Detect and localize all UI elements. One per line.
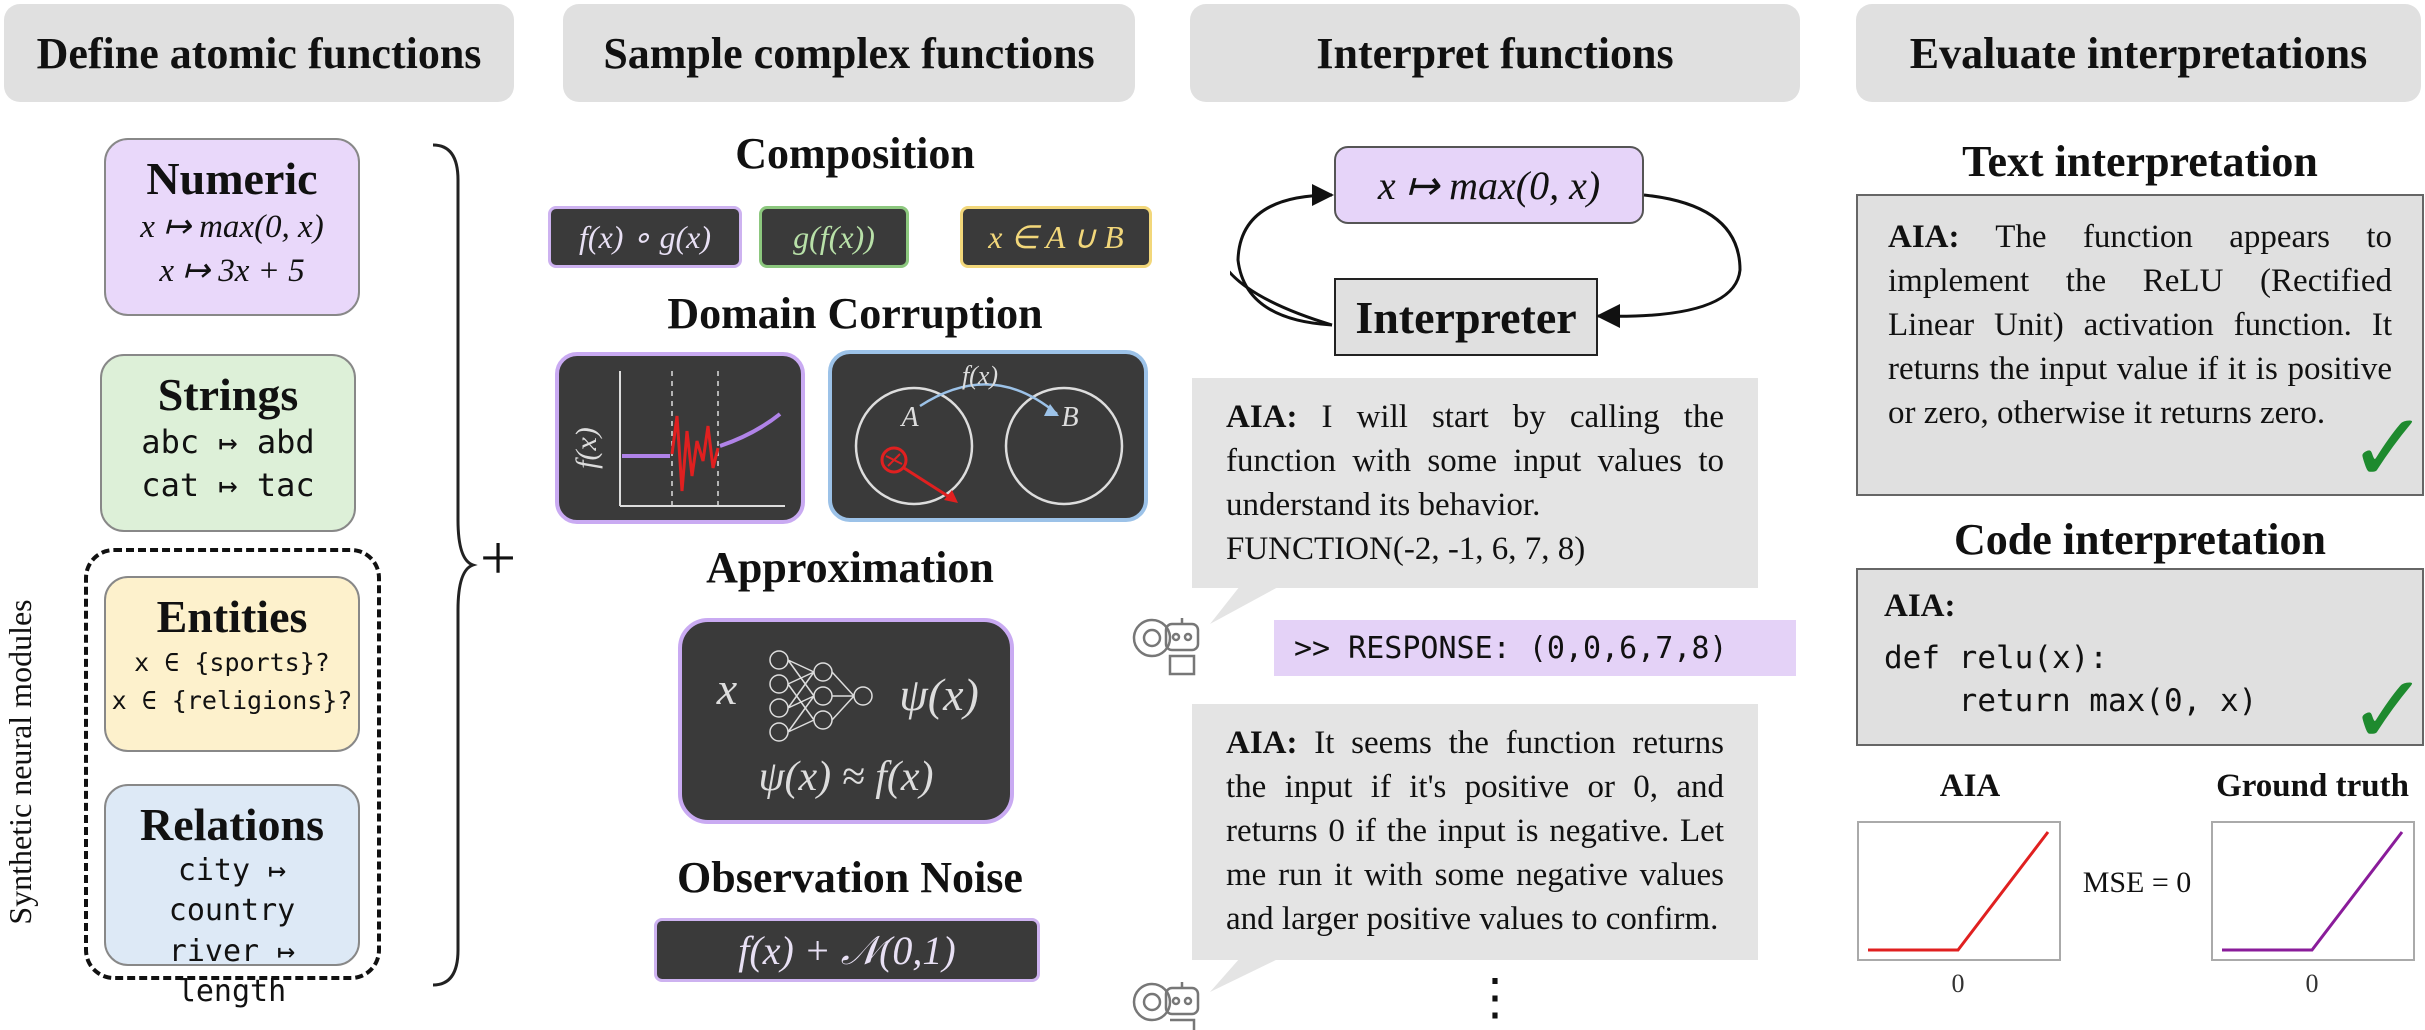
composition-chip-1: f(x) ∘ g(x) <box>548 206 742 268</box>
domain-set-b: B <box>1061 402 1078 433</box>
bubble2-text: It seems the function returns the input … <box>1226 725 1725 937</box>
aia-bubble-2: AIA: It seems the function returns the i… <box>1192 704 1758 960</box>
header-evaluate: Evaluate interpretations <box>1856 4 2421 102</box>
composition-chip-2: g(f(x)) <box>759 206 909 268</box>
code-interpretation-title: Code interpretation <box>1954 515 2326 564</box>
approx-x: x <box>716 663 738 714</box>
plus-sign: + <box>480 522 517 593</box>
approximation-panel: x ψ(x) ψ(x) ≈ f(x) <box>678 618 1014 824</box>
domain-plot: f(x) <box>570 371 785 507</box>
text-label: AIA: <box>1888 219 1960 255</box>
code-block: def relu(x): return max(0, x) <box>1884 637 2396 724</box>
domain-set-a: A <box>899 402 919 433</box>
robot-icon-2 <box>1132 982 1200 1030</box>
composition-chip-3: x ∈ A ∪ B <box>960 206 1152 268</box>
domain-plot-panel: f(x) <box>555 352 805 524</box>
domain-corruption-title: Domain Corruption <box>667 289 1043 338</box>
brace <box>432 143 478 987</box>
entities-title: Entities <box>156 591 308 642</box>
code-line-2: return max(0, x) <box>1884 683 2258 720</box>
entities-box: Entities x ∈ {sports}? x ∈ {religions}? <box>104 576 360 752</box>
numeric-line1: x ↦ max(0, x) <box>140 208 324 245</box>
entities-line2: x ∈ {religions}? <box>111 685 353 715</box>
aia-tick-0: 0 <box>1952 969 1965 998</box>
composition-title: Composition <box>735 129 975 178</box>
robot-icon <box>1132 618 1200 676</box>
code-check-icon: ✓ <box>2348 654 2425 766</box>
strings-line1: abc ↦ abd <box>141 422 315 461</box>
relations-title: Relations <box>140 799 324 850</box>
domain-fx-label: f(x) <box>570 427 603 469</box>
mse-label: MSE = 0 <box>2082 866 2192 899</box>
comparison-plots: 0 0 <box>1857 821 2415 998</box>
plot-aia-title: AIA <box>1939 768 2001 804</box>
response-box: >> RESPONSE: (0,0,6,7,8) <box>1274 620 1796 676</box>
numeric-box: Numeric x ↦ max(0, x) x ↦ 3x + 5 <box>104 138 360 316</box>
approx-equation: ψ(x) ≈ f(x) <box>758 754 933 800</box>
aia-bubble-1: AIA: I will start by calling the functio… <box>1192 378 1758 588</box>
approximation-network: x ψ(x) ψ(x) ≈ f(x) <box>716 650 979 800</box>
header-define: Define atomic functions <box>4 4 514 102</box>
observation-noise-title: Observation Noise <box>677 853 1023 902</box>
strings-title: Strings <box>157 369 299 420</box>
bubble2-tail <box>1210 958 1280 992</box>
domain-sets-panel: f(x) A B <box>828 350 1148 522</box>
approx-psi: ψ(x) <box>899 669 979 720</box>
gt-tick-0: 0 <box>2306 969 2319 998</box>
bubble2-label: AIA: <box>1226 725 1298 761</box>
plot-gt-title: Ground truth <box>2216 768 2409 804</box>
text-interpretation-title: Text interpretation <box>1962 137 2318 186</box>
relations-box: Relations city ↦ country river ↦ length <box>104 784 360 1009</box>
ellipsis: ⋮ <box>1470 969 1520 1025</box>
code-label: AIA: <box>1884 588 1956 624</box>
approximation-title: Approximation <box>706 543 994 592</box>
synthetic-modules-group <box>84 548 381 980</box>
function-box: x ↦ max(0, x) <box>1334 146 1644 224</box>
code-line-1: def relu(x): <box>1884 640 2108 676</box>
header-sample: Sample complex functions <box>563 4 1135 102</box>
text-check-icon: ✓ <box>2348 392 2425 504</box>
domain-sets: f(x) A B <box>854 361 1124 506</box>
code-interpretation-box: AIA: def relu(x): return max(0, x) <box>1856 568 2424 746</box>
numeric-line2: x ↦ 3x + 5 <box>159 253 305 290</box>
relations-line2: river ↦ length <box>168 933 296 1010</box>
interpreter-box: Interpreter <box>1334 278 1598 356</box>
header-interpret: Interpret functions <box>1190 4 1800 102</box>
text-interpretation-box: AIA: The function appears to implement t… <box>1856 194 2424 496</box>
domain-arrow-label: f(x) <box>962 361 998 390</box>
entities-line1: x ∈ {sports}? <box>134 647 330 677</box>
text-body: The function appears to implement the Re… <box>1888 219 2392 431</box>
synthetic-modules-label: Synthetic neural modules <box>2 599 38 925</box>
noise-chip: f(x) + 𝒩(0,1) <box>654 918 1040 982</box>
numeric-title: Numeric <box>146 153 318 204</box>
bubble1-tail <box>1210 586 1280 624</box>
bubble1-label: AIA: <box>1226 399 1298 435</box>
relations-line1: city ↦ country <box>168 852 296 929</box>
strings-line2: cat ↦ tac <box>141 465 315 504</box>
interpret-loop <box>1230 184 1742 328</box>
bubble1-text: I will start by calling the function wit… <box>1226 399 1724 523</box>
aia-relu-line <box>1868 831 2050 952</box>
bubble1-call: FUNCTION(-2, -1, 6, 7, 8) <box>1226 530 1586 567</box>
gt-relu-line <box>2222 831 2404 952</box>
strings-box: Strings abc ↦ abd cat ↦ tac <box>100 354 356 532</box>
